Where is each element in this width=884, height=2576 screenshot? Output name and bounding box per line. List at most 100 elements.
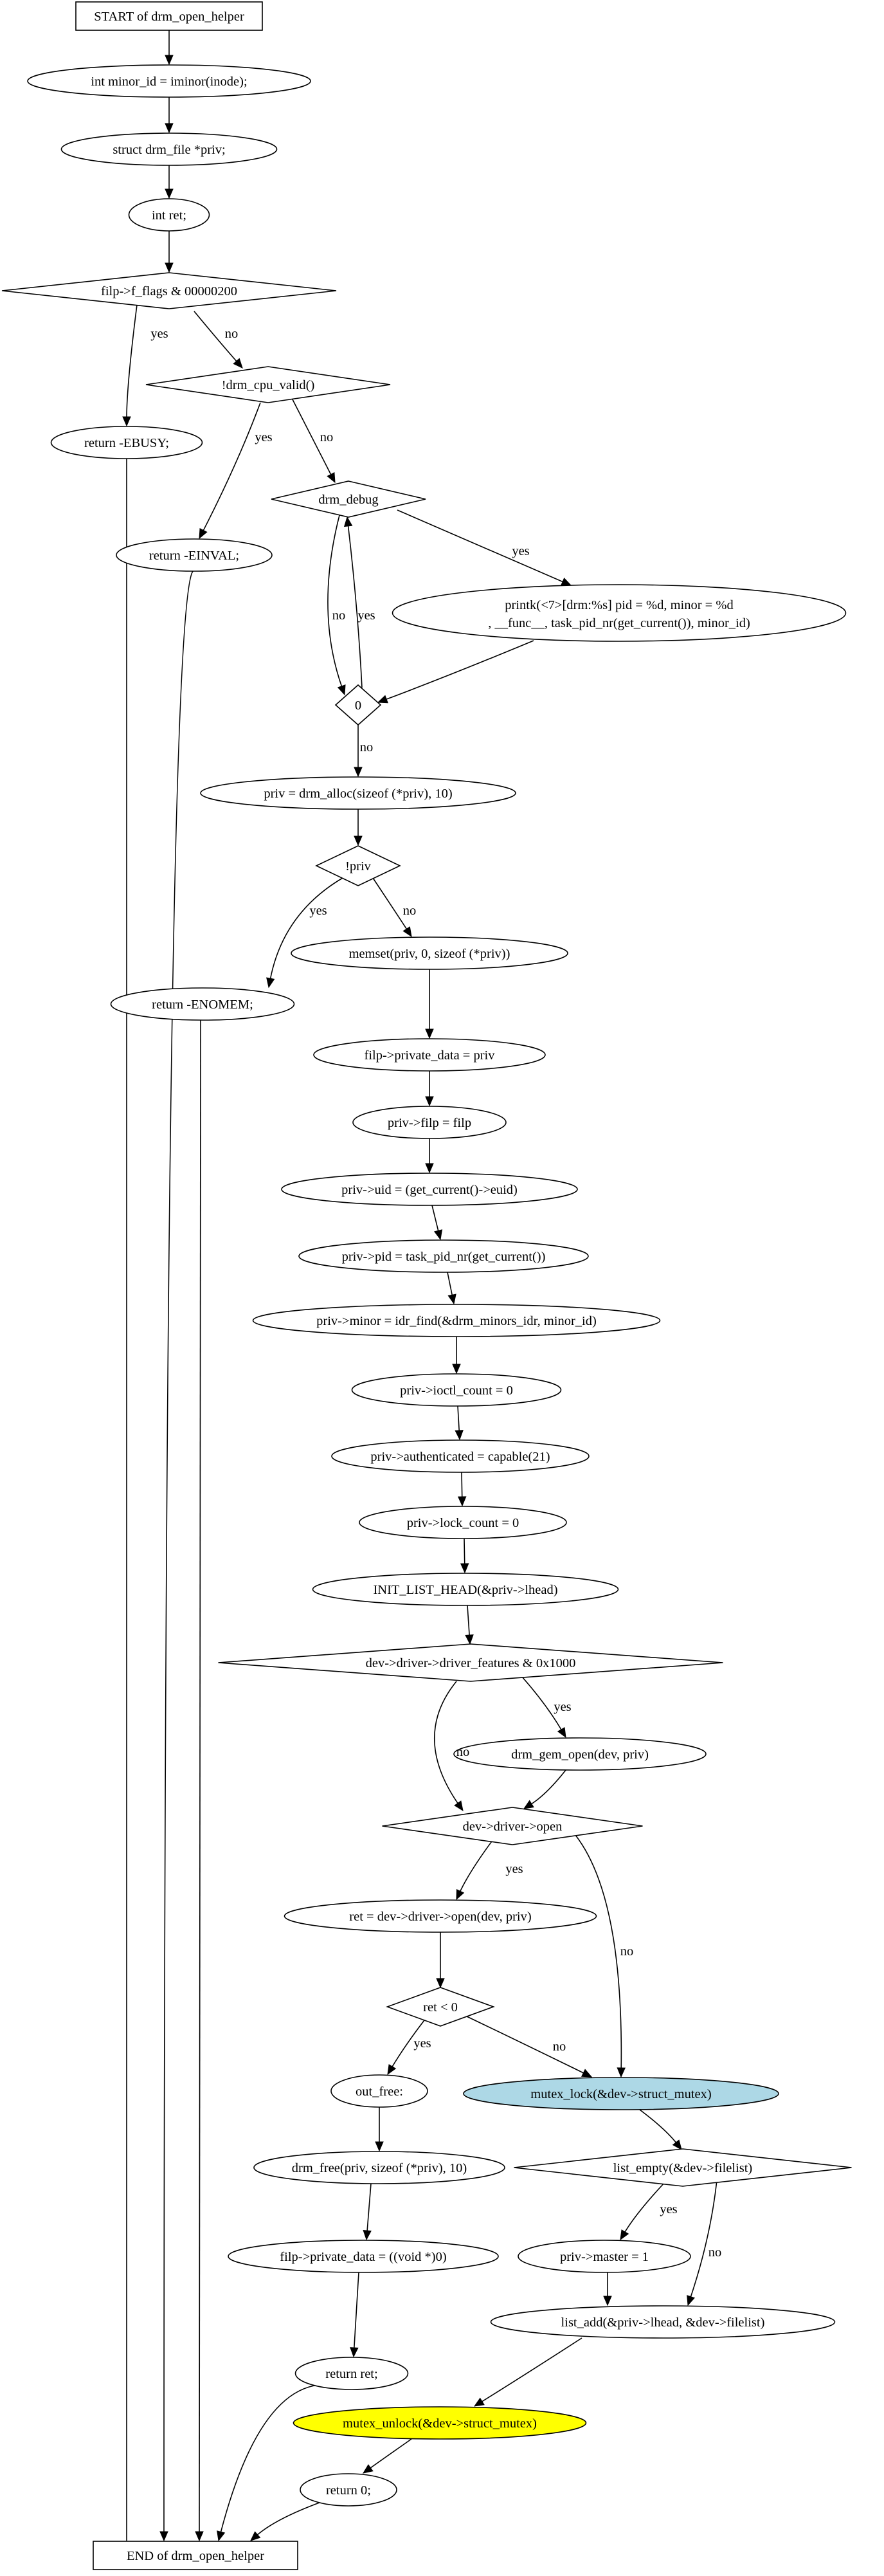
edge-line (457, 1405, 460, 1432)
edge-label-no: no (403, 904, 417, 918)
arrowhead (363, 2230, 372, 2241)
edge-zero-to-drm_debug (343, 516, 363, 688)
arrowhead (165, 123, 174, 134)
arrowhead (217, 2530, 226, 2542)
arrowhead (377, 695, 388, 704)
node-start: START of drm_open_helper (75, 1, 263, 31)
arrowhead (387, 2064, 397, 2076)
arrowhead (687, 2295, 696, 2307)
arrowhead (250, 2531, 261, 2541)
ellipse-shape (128, 198, 210, 232)
edge-alloc-to-not_priv (354, 809, 363, 846)
node-label: filp->private_data = priv (365, 1048, 496, 1063)
edge-label-no: no (553, 2040, 566, 2054)
node-priv-minor: priv->minor = idr_find(&drm_minors_idr, … (252, 1304, 661, 1337)
edge-enomem-to-end (195, 1019, 204, 2542)
ellipse-shape (228, 2240, 499, 2273)
edge-zero-to-alloc (354, 725, 363, 778)
node-not-priv: !priv (315, 845, 401, 886)
arrowhead (425, 1096, 434, 1107)
node-label: return -EINVAL; (149, 549, 239, 563)
edge-line (199, 1019, 201, 2534)
edge-lock_count-to-init_list (460, 1538, 469, 1574)
edge-line (639, 2109, 678, 2144)
edge-list_empty-to-list_add (687, 2180, 717, 2307)
diamond-shape (382, 1807, 643, 1845)
edge-drm_debug-to-printk (397, 509, 572, 586)
arrowhead (159, 2531, 168, 2542)
edge-ret_lt0-to-mutex_lock (466, 2016, 593, 2078)
edge-line (530, 1769, 566, 1805)
rect-shape (75, 1, 263, 31)
node-ebusy: return -EBUSY; (50, 426, 203, 459)
edge-return_ret-to-end (217, 2384, 319, 2542)
node-label: mutex_lock(&dev->struct_mutex) (530, 2087, 711, 2101)
edge-label-yes: yes (150, 327, 168, 341)
edge-f_flags-to-ebusy (122, 304, 138, 427)
node-label: drm_gem_open(dev, priv) (511, 1748, 649, 1762)
node-label: return -EBUSY; (84, 436, 169, 450)
arrowhead (343, 516, 353, 527)
edge-line (347, 524, 363, 688)
arrowhead (402, 926, 412, 938)
edge-line (690, 2180, 717, 2298)
node-label: int minor_id = iminor(inode); (91, 75, 247, 89)
edge-line (464, 1538, 465, 1566)
edge-ret_open-to-ret_lt0 (436, 1932, 445, 1989)
node-label: !priv (345, 859, 372, 873)
edge-private_null-to-return_ret (350, 2272, 359, 2358)
edge-cpu_valid-to-einval (199, 402, 261, 540)
ellipse-shape (313, 1038, 546, 1072)
node-alloc: priv = drm_alloc(sizeof (*priv), 10) (200, 776, 516, 810)
node-ret-open: ret = dev->driver->open(dev, priv) (284, 1899, 597, 1933)
node-label: return -ENOMEM; (152, 998, 253, 1012)
node-label: printk(<7>[drm:%s] pid = %d, minor = %d (505, 598, 733, 612)
arrowhead (122, 416, 131, 427)
ellipse-shape (281, 1173, 578, 1206)
edge-drm_free-to-private_null (363, 2183, 372, 2241)
edge-line (220, 2384, 319, 2534)
ellipse-shape (359, 1506, 567, 1539)
node-master: priv->master = 1 (518, 2240, 691, 2273)
edge-line (575, 1834, 622, 2070)
ellipse-shape (294, 2357, 409, 2390)
edge-mutex_lock-to-list_empty (639, 2109, 682, 2151)
edge-line (369, 2438, 412, 2469)
diamond-shape (334, 684, 382, 726)
arrowhead (473, 2397, 485, 2407)
arrowhead (337, 684, 346, 696)
ellipse-shape (330, 2074, 428, 2108)
edge-line (372, 877, 408, 931)
node-mutex-lock: mutex_lock(&dev->struct_mutex) (463, 2077, 779, 2110)
node-label: ret < 0 (423, 2000, 458, 2014)
arrowhead (425, 1163, 434, 1174)
edge-priv_minor-to-ioctl_count (452, 1337, 461, 1375)
node-label: return 0; (326, 2483, 371, 2498)
ellipse-shape (351, 1373, 562, 1407)
arrowhead (199, 528, 208, 540)
node-label: INIT_LIST_HEAD(&priv->lhead) (373, 1583, 557, 1597)
ellipse-shape (293, 2406, 587, 2440)
node-memset: memset(priv, 0, sizeof (*priv)) (291, 936, 568, 970)
arrowhead (354, 767, 363, 778)
edge-line (353, 2272, 359, 2350)
ellipse-shape (453, 1737, 707, 1771)
edge-line (384, 640, 534, 700)
edge-line (431, 1205, 439, 1232)
arrowhead (165, 55, 174, 66)
edge-label-no: no (320, 430, 334, 444)
edge-label-no: no (332, 608, 346, 623)
diamond-shape (514, 2148, 852, 2187)
arrowhead (233, 358, 243, 369)
ellipse-shape (27, 64, 311, 98)
edge-label-no: no (708, 2245, 722, 2260)
ellipse-shape (490, 2305, 836, 2339)
edge-label-yes: yes (255, 430, 272, 444)
node-label: priv = drm_alloc(sizeof (*priv), 10) (264, 787, 452, 801)
edge-drm_debug-to-zero (327, 515, 346, 696)
node-priv-decl: struct drm_file *priv; (60, 132, 278, 166)
edge-features-to-driver_open (434, 1681, 464, 1812)
ellipse-shape (392, 584, 847, 642)
edge-line (256, 2500, 325, 2536)
